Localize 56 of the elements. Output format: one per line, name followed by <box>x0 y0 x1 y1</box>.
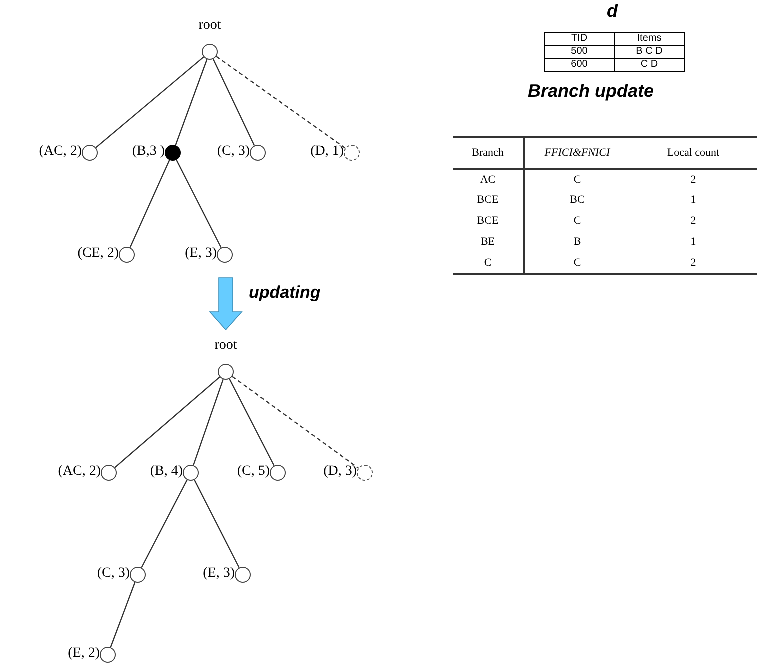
table-cell: 2 <box>630 169 757 190</box>
node-label: (AC, 2) <box>39 145 82 159</box>
block-arrow <box>209 278 243 331</box>
edge-label: updating <box>249 284 321 301</box>
tree-edge <box>193 379 224 466</box>
table-cell: Local count <box>630 137 757 169</box>
table-cell: C <box>524 169 630 190</box>
table-cell: C D <box>614 58 684 72</box>
dashed-edge <box>216 56 346 149</box>
node-label: (B, 4) <box>150 465 183 479</box>
table-cell: 2 <box>630 253 757 274</box>
tree-edge <box>96 56 204 148</box>
table-cell-text: 1 <box>690 193 698 208</box>
tree-edge <box>175 59 208 146</box>
table-title: Branch update <box>528 82 654 100</box>
node-label: (C, 5) <box>237 465 270 479</box>
table-cell: AC <box>453 169 524 190</box>
tree-edge <box>141 480 188 568</box>
node-label: (B,3 ) <box>132 145 165 159</box>
node-label: (C, 3) <box>97 567 130 581</box>
table-cell: Items <box>614 32 684 46</box>
node-label: (E, 3) <box>185 247 217 261</box>
table-cell: B <box>524 232 630 253</box>
node-label: (D, 1) <box>310 145 344 159</box>
table-cell: B C D <box>614 46 684 58</box>
node-label: root <box>214 339 238 353</box>
tree-edge <box>212 58 256 146</box>
node-label: root <box>198 19 222 33</box>
node-label: (C, 3) <box>217 145 250 159</box>
table-cell-text: 2 <box>690 214 698 229</box>
tree-edge <box>114 376 220 468</box>
table-cell: 600 <box>544 58 614 72</box>
table-cell: Branch <box>453 137 524 169</box>
table-cell-text: 1 <box>690 235 698 250</box>
node-label: (D, 3) <box>324 465 357 479</box>
tree-edge <box>110 582 136 648</box>
table-cell: BC <box>524 190 630 211</box>
table-cell: 500 <box>544 46 614 58</box>
table-cell: C <box>524 211 630 232</box>
tree-edge <box>176 160 222 248</box>
node-label: (E, 3) <box>203 567 235 581</box>
table-cell: C <box>453 253 524 274</box>
node-label: (E, 2) <box>68 647 100 661</box>
tree-edge <box>229 378 275 466</box>
table-cell: BCE <box>453 211 524 232</box>
table-cell: TID <box>544 32 614 46</box>
node-label: (CE, 2) <box>78 247 119 261</box>
tree-edge <box>130 160 170 248</box>
table-title: d <box>607 2 618 20</box>
dashed-edge <box>232 376 359 469</box>
tree-edge <box>194 480 240 568</box>
table-cell: BCE <box>453 190 524 211</box>
table-cell: FFICI&FNICI <box>524 137 630 169</box>
node-label: (AC, 2) <box>58 465 101 479</box>
table-cell: C <box>524 253 630 274</box>
table-cell: BE <box>453 232 524 253</box>
